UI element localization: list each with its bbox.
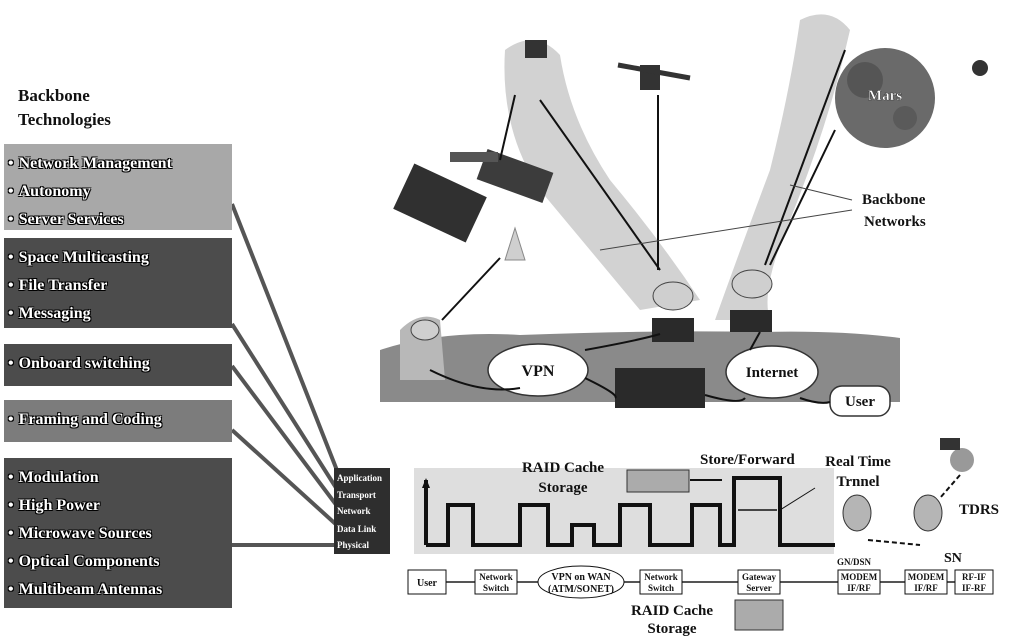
chain-network-switch-2-line1: Network [644,572,678,582]
item-multibeam-antennas: Multibeam Antennas [8,576,232,604]
chain-gateway-server-line1: Gateway [742,572,776,582]
layer-physical: Physical [337,540,370,550]
backbone-title-line1: Backbone [18,86,90,105]
vpn-label: VPN [522,363,555,380]
item-microwave-sources: Microwave Sources [8,520,232,548]
group-framing: Framing and Coding [4,400,232,442]
mars-label: Mars [868,88,902,104]
group-physical: Modulation High Power Microwave Sources … [4,458,232,608]
chain-vpn-on-wan: VPN on WAN(ATM/SONET) [548,572,614,595]
group-transfer: Space Multicasting File Transfer Messagi… [4,238,232,328]
layer-application: Application [337,473,382,483]
layer-network: Network [337,506,371,516]
item-server-services: Server Services [8,206,232,234]
chain-vpn-on-wan-line2: (ATM/SONET) [548,584,614,595]
layer-data-link: Data Link [337,524,376,534]
tdrs-label: TDRS [959,502,999,518]
group-switching: Onboard switching [4,344,232,386]
backbone-title-line2: Technologies [18,110,111,129]
backbone-networks-label-line2: Networks [864,214,926,230]
item-modulation: Modulation [8,464,232,492]
sn-label: SN [944,551,962,566]
raid-cache-bottom-line2: Storage [647,621,696,637]
item-file-transfer: File Transfer [8,272,232,300]
chain-network-switch-1-line1: Network [479,572,513,582]
chain-rf-if-line1: RF-IF [962,572,986,582]
chain-rf-if-line2: IF-RF [962,583,986,593]
item-onboard-switching: Onboard switching [8,350,232,378]
gn-dsn-label: GN/DSN [837,557,872,567]
layer-transport: Transport [337,490,376,500]
item-high-power: High Power [8,492,232,520]
real-time-line2: Trnnel [836,474,879,490]
user-label: User [845,394,875,410]
space-scene: Mars Backbone Networks VPN Internet User [380,14,988,417]
backbone-technologies-title: Backbone Technologies [18,84,111,132]
chain-modem-gn-line1: MODEM [841,572,878,582]
raid-cache-bottom-line1: RAID Cache [631,603,713,619]
item-framing-coding: Framing and Coding [8,406,232,434]
item-space-multicasting: Space Multicasting [8,244,232,272]
real-time-line1: Real Time [825,454,891,470]
chain-modem-gn-line2: IF/RF [847,583,871,593]
item-optical-components: Optical Components [8,548,232,576]
backbone-networks-label-line1: Backbone [862,192,926,208]
chain-vpn-on-wan-line1: VPN on WAN [551,572,611,583]
layer-stack: Application Transport Network Data Link … [334,468,390,554]
chain-modem-sn-line1: MODEM [908,572,945,582]
backbone-networks-label: Backbone Networks [862,192,929,230]
chain-network-switch-1-line2: Switch [483,583,509,593]
raid-cache-top-line2: Storage [538,480,587,496]
chain-user: User [417,578,438,589]
group-services: Network Management Autonomy Server Servi… [4,144,232,230]
raid-cache-top-line1: RAID Cache [522,460,604,476]
chain-gateway-server-line2: Server [746,583,771,593]
item-messaging: Messaging [8,300,232,328]
item-autonomy: Autonomy [8,178,232,206]
store-forward-label: Store/Forward [700,452,795,468]
item-network-management: Network Management [8,150,232,178]
internet-label: Internet [746,365,799,381]
chain-modem-sn-line2: IF/RF [914,583,938,593]
layer-connectors [230,203,342,547]
chain-network-switch-2-line2: Switch [648,583,674,593]
